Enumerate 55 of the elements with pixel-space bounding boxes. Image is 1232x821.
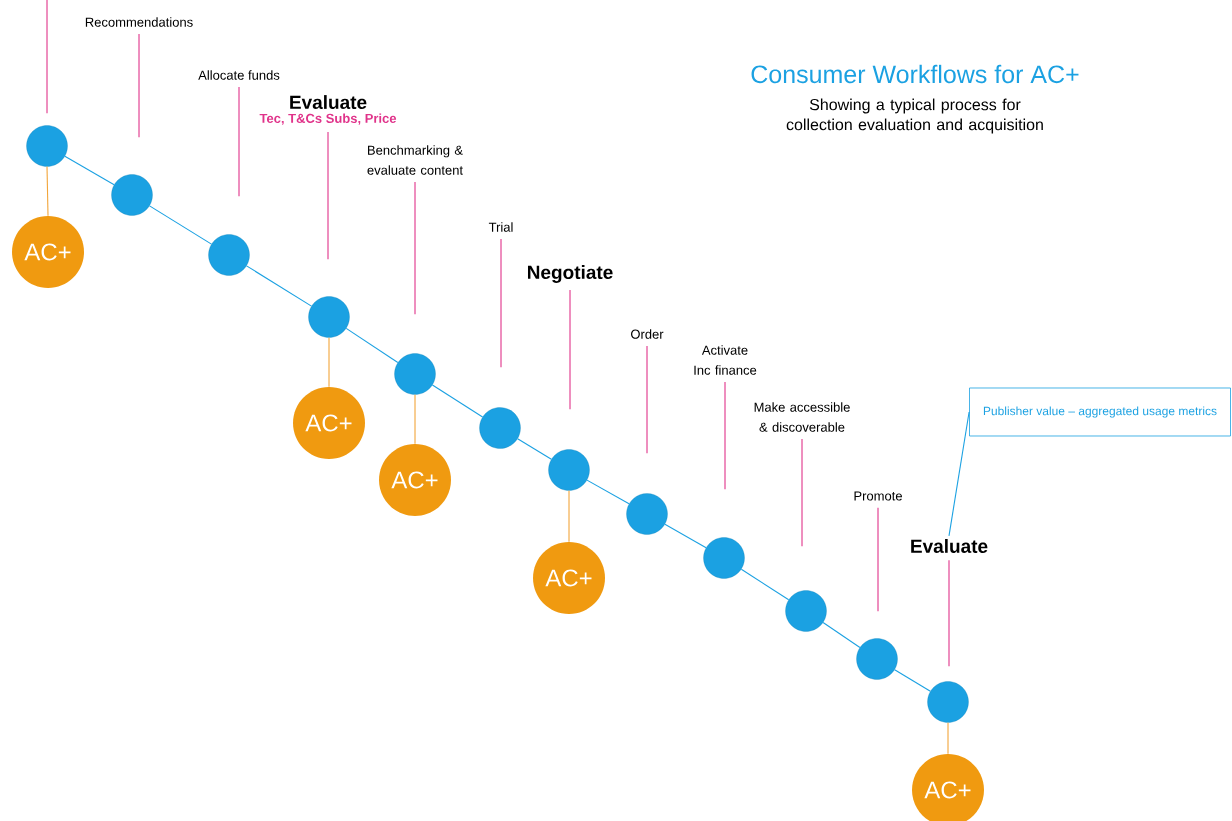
connector-line — [149, 205, 212, 245]
connector-line — [46, 166, 49, 217]
step-circle — [703, 537, 745, 579]
step-label: Activate Inc finance — [694, 345, 757, 375]
step-circle — [856, 638, 898, 680]
step-circle — [26, 125, 68, 167]
step-circle — [208, 234, 250, 276]
callout-box: Publisher value – aggregated usage metrics — [969, 387, 1231, 437]
title: Consumer Workflows for AC+ — [751, 64, 1079, 84]
subtitle: Showing a typical process for collection evaluation and acquisition — [786, 98, 1043, 134]
step-circle — [785, 590, 827, 632]
connector-line — [328, 337, 330, 388]
connector-line — [431, 384, 484, 418]
leader-line — [138, 33, 140, 138]
step-label: Allocate funds — [198, 70, 280, 80]
leader-line — [46, 0, 48, 114]
connector-line — [947, 722, 949, 755]
connector-line — [414, 394, 416, 445]
connector-line — [586, 479, 630, 505]
leader-line — [238, 86, 240, 197]
leader-line — [500, 238, 502, 368]
connector-line — [345, 327, 399, 364]
leader-line — [801, 438, 803, 547]
step-circle — [308, 296, 350, 338]
leader-line — [569, 289, 571, 410]
stage-heading: Evaluate — [911, 539, 988, 553]
connector-line — [740, 568, 790, 601]
leader-line — [414, 181, 416, 315]
step-circle — [548, 449, 590, 491]
step-circle — [479, 407, 521, 449]
step-label: Benchmarking & evaluate content — [367, 145, 463, 175]
leader-line — [877, 507, 879, 612]
step-circle — [927, 681, 969, 723]
connector-line — [64, 155, 115, 186]
step-circle — [626, 493, 668, 535]
connector-line — [822, 622, 861, 648]
leader-line — [948, 559, 950, 667]
step-circle — [394, 353, 436, 395]
stage-heading: Evaluate Tec, T&Cs Subs, Price — [259, 95, 397, 125]
step-label: Trial — [488, 222, 513, 232]
stage-heading: Negotiate — [528, 265, 613, 283]
step-label: Make accessible & discoverable — [754, 402, 850, 432]
connector-line — [568, 490, 570, 543]
connector-line — [894, 669, 931, 692]
leader-line — [948, 411, 970, 537]
step-label: Promote — [854, 491, 902, 501]
step-label: Recommendations — [85, 17, 193, 27]
step-label: Order — [631, 329, 664, 339]
connector-line — [246, 265, 312, 307]
connector-line — [664, 523, 707, 549]
leader-line — [327, 131, 329, 260]
connector-line — [517, 438, 552, 460]
step-circle — [111, 174, 153, 216]
leader-line — [724, 381, 726, 490]
leader-line — [646, 345, 648, 454]
